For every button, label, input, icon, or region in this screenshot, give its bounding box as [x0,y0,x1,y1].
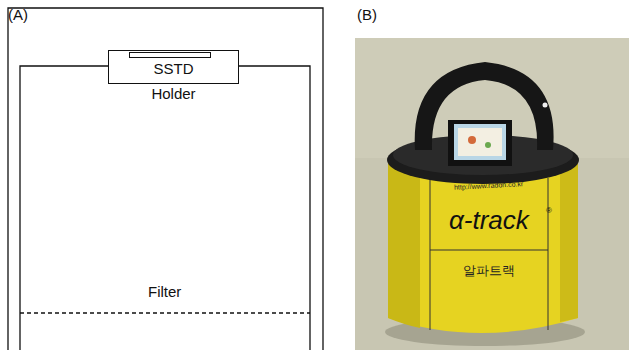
trademark-mark: ® [546,206,552,215]
holder-box: SSTDHolder [108,50,239,84]
panel-letter: (A) [8,6,28,23]
detector-plate [129,52,211,58]
brand-name-korean: 알파트랙 [463,262,515,280]
part-name: Filter [148,283,181,300]
brand-name: α-track [449,205,529,236]
chamber-outline [8,8,323,350]
detector-photo [355,38,629,350]
panel-letter: (B) [357,6,377,23]
part-name: Holder [109,85,238,102]
component-label: SSTD [115,60,232,77]
